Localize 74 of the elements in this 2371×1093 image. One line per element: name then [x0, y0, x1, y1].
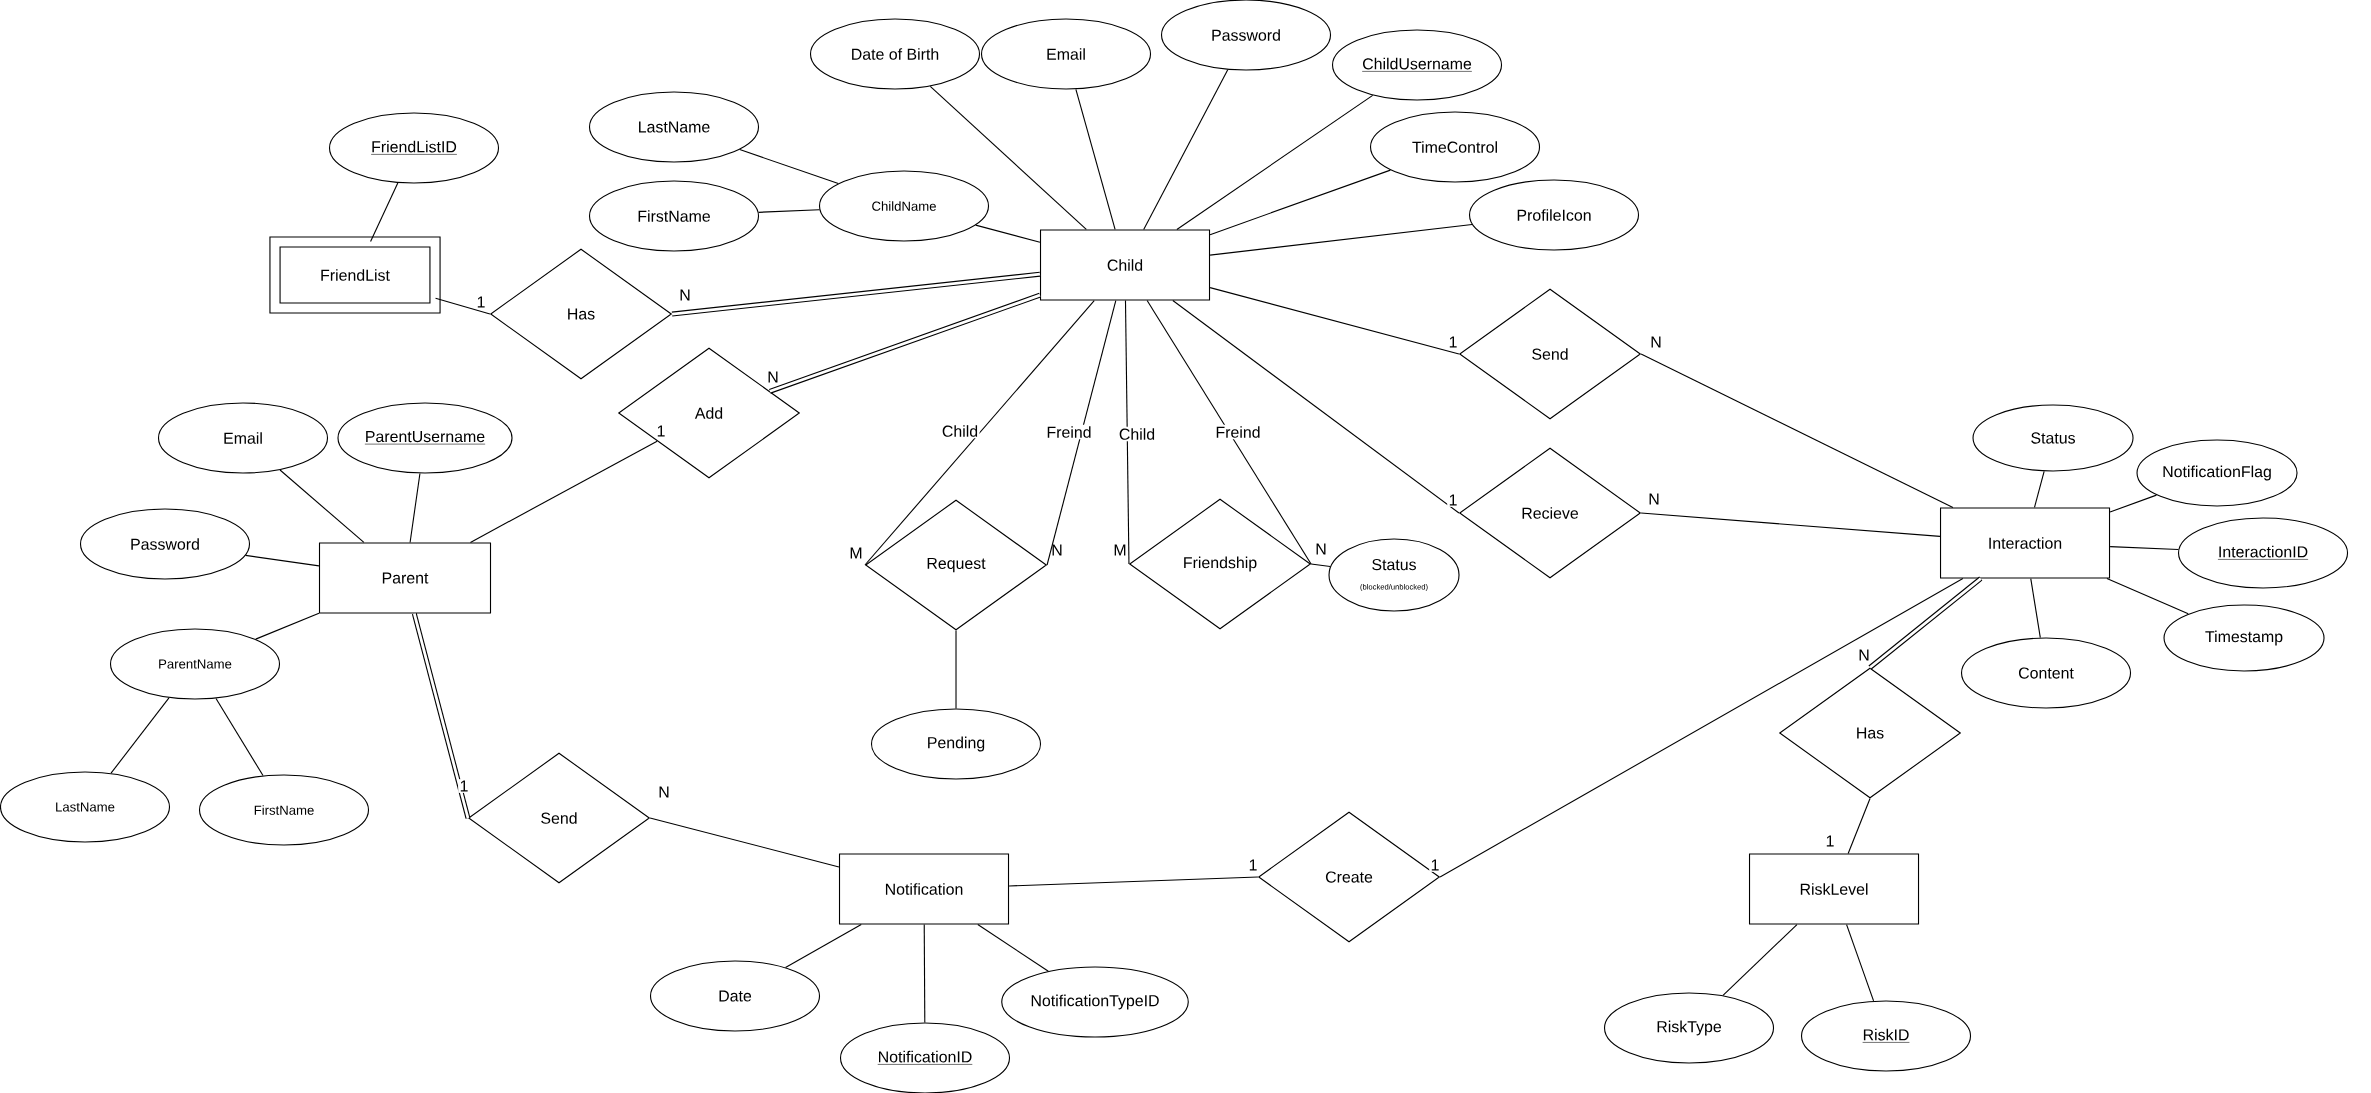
- entity-box: Child: [1039, 229, 1211, 301]
- cardinality-label: N: [677, 288, 693, 302]
- connector-line: [1439, 578, 1964, 878]
- connector-line: [370, 182, 399, 242]
- connector-line: [2109, 546, 2179, 550]
- cardinality-label: 1: [1447, 335, 1459, 349]
- cardinality-label: 1: [475, 295, 487, 309]
- connector-line: [739, 149, 839, 184]
- entity-box: Interaction: [1939, 507, 2111, 579]
- cardinality-label: 1: [1824, 834, 1836, 848]
- connector-line: [671, 271, 1041, 317]
- connector-line: [1124, 300, 1130, 565]
- connector-line: [1008, 876, 1259, 887]
- connector-line: [245, 554, 320, 567]
- connector-line: [649, 817, 840, 868]
- connector-line: [435, 297, 491, 315]
- cardinality-label: N: [1316, 543, 1326, 555]
- connector-line: [1143, 69, 1229, 230]
- connector-line: [1722, 924, 1798, 996]
- connector-line: [1310, 563, 1331, 568]
- weak-entity-box: FriendList: [269, 236, 441, 314]
- connector-line: [1046, 300, 1117, 566]
- connector-line: [1846, 924, 1875, 1002]
- connector-line: [1640, 353, 1954, 508]
- connector-line: [923, 924, 926, 1023]
- connector-line: [977, 924, 1049, 972]
- cardinality-label: N: [765, 370, 781, 384]
- connector-line: [784, 924, 862, 968]
- connector-line: [1172, 300, 1460, 514]
- connector-line: [2033, 470, 2045, 508]
- connector-line: [975, 224, 1041, 243]
- cardinality-label: 1: [1247, 858, 1259, 872]
- cardinality-label: N: [1648, 335, 1664, 349]
- connector-line: [2030, 578, 2041, 639]
- cardinality-label: 1: [1429, 858, 1441, 872]
- role-label: Freind: [1214, 424, 1262, 440]
- connector-line: [1075, 88, 1116, 230]
- connector-line: [1176, 94, 1374, 230]
- connector-line: [864, 300, 1095, 566]
- connector-line: [411, 612, 471, 819]
- connector-line: [758, 209, 820, 213]
- connector-line: [1868, 576, 1983, 670]
- connector-line: [2106, 578, 2189, 615]
- connector-line: [1146, 300, 1312, 565]
- cardinality-label: M: [850, 547, 862, 559]
- role-label: Child: [940, 423, 980, 439]
- cardinality-label: M: [1114, 544, 1126, 556]
- connector-line: [1209, 169, 1391, 236]
- connector-line: [279, 469, 365, 543]
- connector-line: [215, 697, 264, 777]
- connector-line: [409, 472, 421, 543]
- connector-line: [929, 85, 1087, 230]
- connector-line: [769, 292, 1041, 394]
- role-label: Freind: [1045, 424, 1093, 440]
- cardinality-label: N: [1052, 544, 1062, 556]
- entity-box: RiskLevel: [1748, 853, 1920, 925]
- connector-line: [110, 697, 170, 774]
- connector-line: [1640, 512, 1941, 537]
- cardinality-label: N: [656, 785, 672, 799]
- connector-line: [1209, 224, 1473, 256]
- connector-line: [255, 612, 320, 640]
- cardinality-label: 1: [1447, 493, 1459, 507]
- cardinality-label: 1: [458, 779, 470, 793]
- connector-line: [2109, 494, 2157, 513]
- cardinality-label: N: [1646, 492, 1662, 506]
- connector-line: [955, 630, 957, 709]
- entity-box: Notification: [838, 853, 1010, 925]
- cardinality-label: N: [1856, 648, 1872, 662]
- connector-line: [469, 440, 658, 543]
- role-label: Child: [1117, 426, 1157, 442]
- cardinality-label: 1: [655, 424, 667, 438]
- connector-line: [1209, 287, 1460, 355]
- entity-box: Parent: [318, 542, 492, 614]
- connector-line: [1847, 798, 1871, 854]
